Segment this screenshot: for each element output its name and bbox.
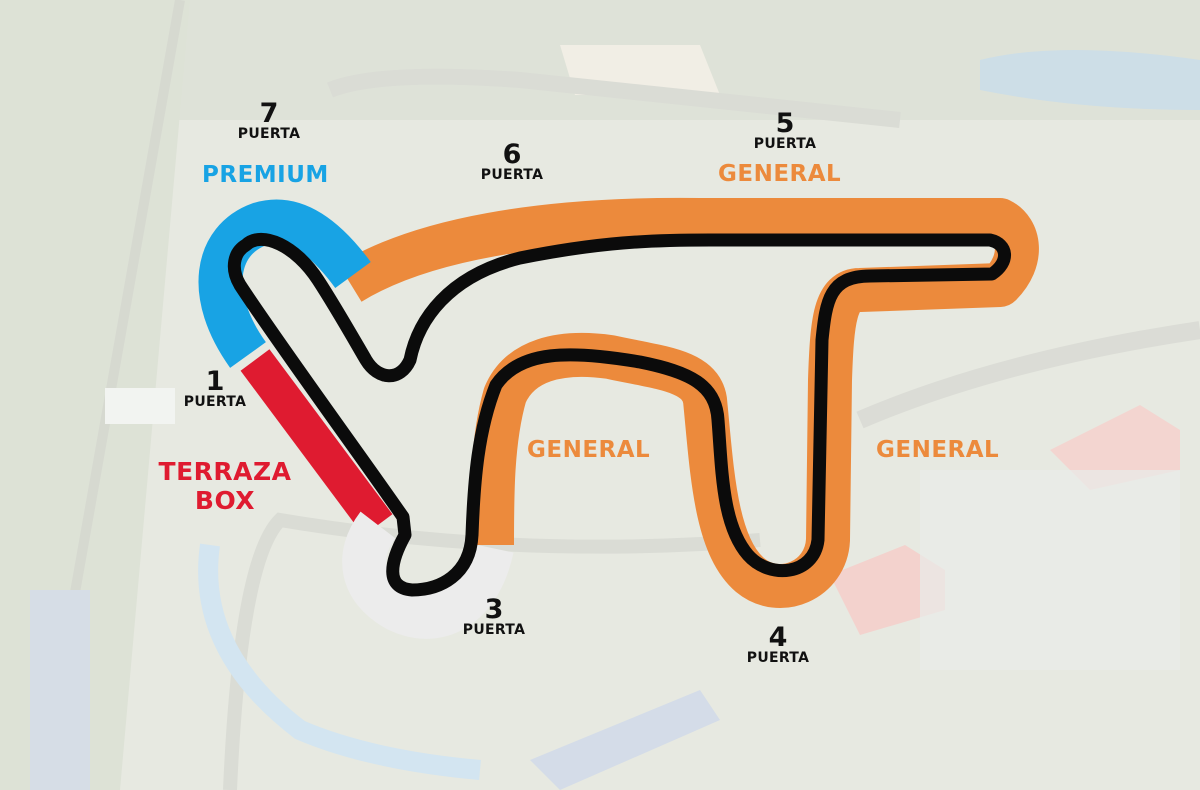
gate-word: PUERTA <box>480 167 544 183</box>
gate-3-zone <box>342 511 514 639</box>
zone-terraza-box-label: TERRAZA BOX <box>157 457 293 516</box>
gate-7-label: 7 PUERTA <box>232 100 306 141</box>
terraza-line: TERRAZA <box>158 457 292 486</box>
gate-word: PUERTA <box>753 136 817 152</box>
gate-4-label: 4 PUERTA <box>739 624 817 665</box>
gate-number: 7 <box>259 98 279 129</box>
gate-number: 3 <box>484 594 504 625</box>
gate-word: PUERTA <box>746 650 810 666</box>
zone-general-top-label: GENERAL <box>718 161 842 187</box>
zone-general-mid-label: GENERAL <box>527 437 651 463</box>
gate-number: 6 <box>502 139 522 170</box>
gate-word: PUERTA <box>237 126 301 142</box>
gate-number: 4 <box>768 622 788 653</box>
gate-number: 5 <box>775 108 795 139</box>
zone-general-right-label: GENERAL <box>876 437 1000 463</box>
premium-zone <box>198 199 371 368</box>
box-line: BOX <box>194 485 256 515</box>
terraza-box-zone <box>240 349 393 536</box>
track-line <box>227 232 1011 597</box>
gate-word: PUERTA <box>462 622 526 638</box>
gate-6-label: 6 PUERTA <box>474 141 550 182</box>
zone-premium-label: PREMIUM <box>202 162 329 188</box>
gate-number: 1 <box>205 366 225 397</box>
gate-5-label: 5 PUERTA <box>747 110 823 151</box>
gate-word: PUERTA <box>183 394 247 410</box>
gate-3-label: 3 PUERTA <box>455 596 533 637</box>
gate-1-label: 1 PUERTA <box>177 368 253 409</box>
